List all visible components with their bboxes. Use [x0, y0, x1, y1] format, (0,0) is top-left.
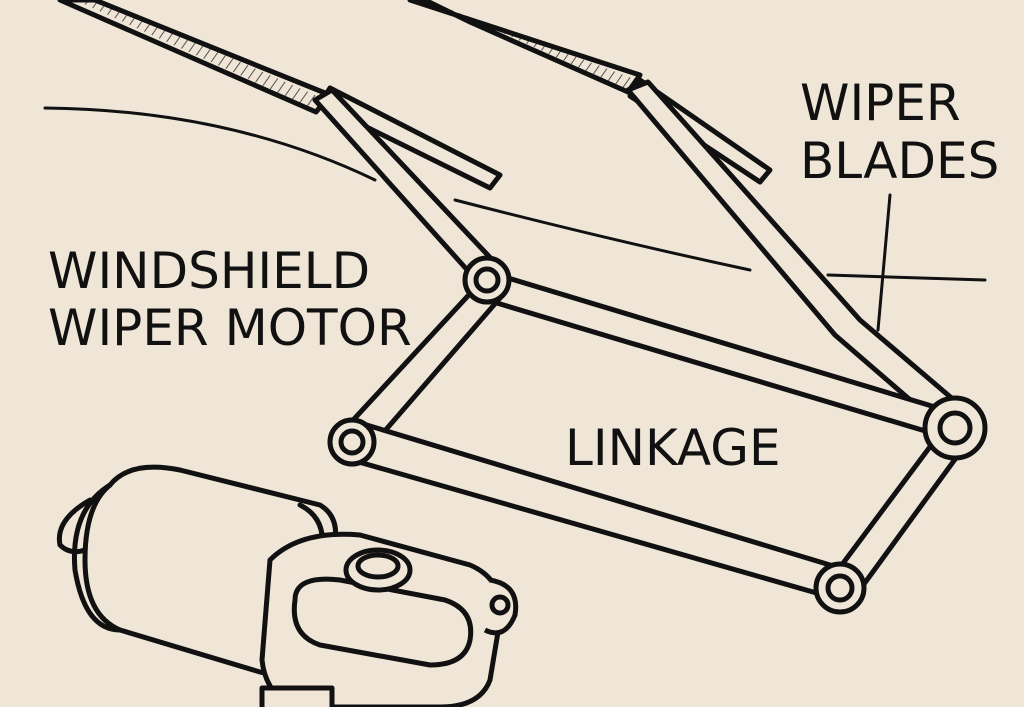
blades-label-line1: WIPER: [800, 74, 961, 132]
pivot-joint-left: [327, 417, 377, 467]
blades-label: WIPER BLADES: [800, 74, 999, 190]
pivot-joint-right: [922, 395, 988, 461]
motor-label-line1: WINDSHIELD: [48, 242, 370, 300]
motor-label: WINDSHIELD WIPER MOTOR: [48, 242, 412, 357]
windshield-curves: [43, 106, 987, 282]
blades-callout-line: [876, 193, 892, 332]
blades-label-line2: BLADES: [800, 132, 999, 190]
linkage-label: LINKAGE: [565, 419, 781, 477]
left-wiper-blade: [57, 0, 503, 191]
pivot-joint-upper: [462, 255, 512, 305]
pivot-joint-bottom: [813, 561, 867, 615]
motor-label-line2: WIPER MOTOR: [48, 299, 412, 357]
wiper-motor: [56, 464, 519, 707]
